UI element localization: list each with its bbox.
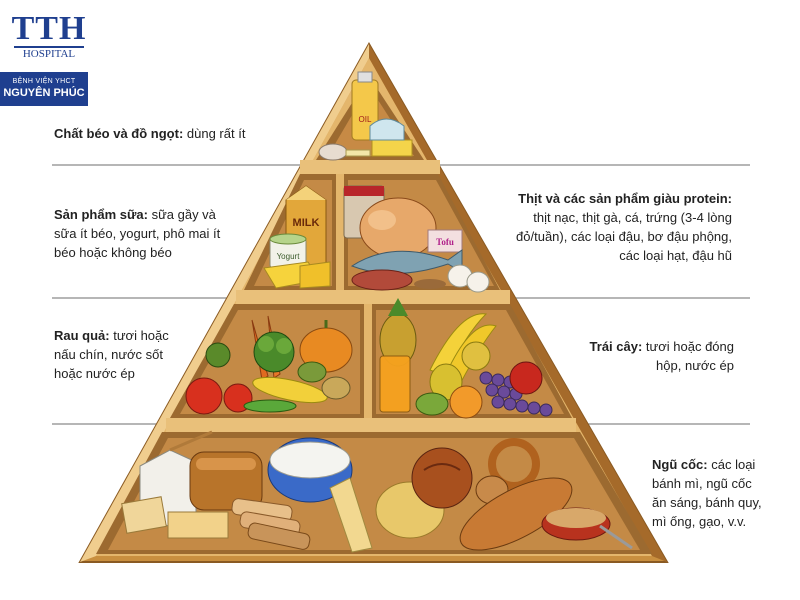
protein-desc: thịt nạc, thịt gà, cá, trứng (3-4 lòng đ… bbox=[516, 210, 732, 263]
round-bread bbox=[411, 447, 473, 509]
protein-title: Thịt và các sản phẩm giàu protein: bbox=[518, 191, 732, 206]
oil-label: OIL bbox=[359, 115, 372, 124]
fats-sweets-foods: OIL bbox=[318, 71, 413, 161]
lime bbox=[415, 392, 449, 416]
spaghetti bbox=[329, 477, 373, 553]
tomato bbox=[185, 377, 223, 415]
fruit-foods bbox=[379, 298, 553, 419]
hospital-logo: TTH HOSPITAL bbox=[6, 10, 92, 61]
logo-subtitle: HOSPITAL bbox=[14, 46, 84, 61]
lettuce bbox=[205, 342, 231, 368]
dairy-title: Sản phẩm sữa: bbox=[54, 207, 148, 222]
grapes bbox=[479, 371, 553, 417]
fruits-desc: tươi hoặc đóng hộp, nước ép bbox=[642, 339, 734, 373]
crackers-pile bbox=[167, 511, 229, 539]
dairy-foods: MILK Yogurt bbox=[263, 185, 331, 289]
tofu-box bbox=[427, 229, 463, 253]
vegetables-desc: tươi hoặc nấu chín, nước sốt hoặc nước é… bbox=[54, 328, 169, 381]
grains-title: Ngũ cốc: bbox=[652, 457, 708, 472]
logo-band-line2: NGUYÊN PHÚC bbox=[3, 87, 85, 99]
orange bbox=[449, 385, 483, 419]
milk-label: MILK bbox=[293, 217, 320, 229]
fruits-title: Trái cây: bbox=[589, 339, 643, 354]
protein-foods: Tofu bbox=[343, 185, 490, 293]
dairy-desc: sữa gầy và sữa ít béo, yogurt, phô mai í… bbox=[54, 207, 221, 260]
fats-sweets-label: Chất béo và đồ ngọt: dùng rất ít bbox=[54, 124, 294, 143]
sugar-bowl bbox=[369, 118, 405, 141]
green-beans bbox=[243, 399, 297, 413]
baguette bbox=[459, 477, 573, 551]
butter-stick bbox=[371, 139, 413, 157]
logo-brand: TTH bbox=[11, 10, 87, 47]
logo-band: BỆNH VIỆN YHCT NGUYÊN PHÚC bbox=[0, 72, 88, 106]
fats-sweets-desc: dùng rất ít bbox=[183, 126, 246, 141]
bread-slices bbox=[231, 498, 311, 550]
cream-bowl bbox=[318, 143, 348, 161]
vegetable-foods bbox=[185, 315, 353, 415]
steak bbox=[351, 269, 413, 291]
grains-label: Ngũ cốc: các loại bánh mì, ngũ cốc ăn sá… bbox=[652, 455, 762, 531]
vegetables-label: Rau quả: tươi hoặc nấu chín, nước sốt ho… bbox=[54, 326, 174, 383]
squash bbox=[297, 361, 327, 383]
dairy-label: Sản phẩm sữa: sữa gầy và sữa ít béo, yog… bbox=[54, 205, 234, 262]
protein-label: Thịt và các sản phẩm giàu protein: thịt … bbox=[500, 189, 732, 265]
vegetables-title: Rau quả: bbox=[54, 328, 110, 343]
yogurt-label: Yogurt bbox=[277, 252, 301, 261]
logo-band-line1: BỆNH VIỆN YHCT bbox=[12, 78, 76, 85]
apple bbox=[509, 361, 543, 395]
grains-desc: các loại bánh mì, ngũ cốc ăn sáng, bánh … bbox=[652, 457, 762, 529]
corn bbox=[252, 376, 328, 404]
potato bbox=[321, 376, 351, 400]
grain-foods bbox=[121, 430, 633, 553]
fruits-label: Trái cây: tươi hoặc đóng hộp, nước ép bbox=[588, 337, 734, 375]
tofu-label: Tofu bbox=[436, 237, 454, 247]
juice-glass bbox=[379, 355, 411, 413]
roast-chicken bbox=[359, 197, 437, 259]
crackers bbox=[121, 496, 167, 534]
fats-sweets-title: Chất béo và đồ ngọt: bbox=[54, 126, 184, 141]
pretzel bbox=[488, 438, 540, 490]
